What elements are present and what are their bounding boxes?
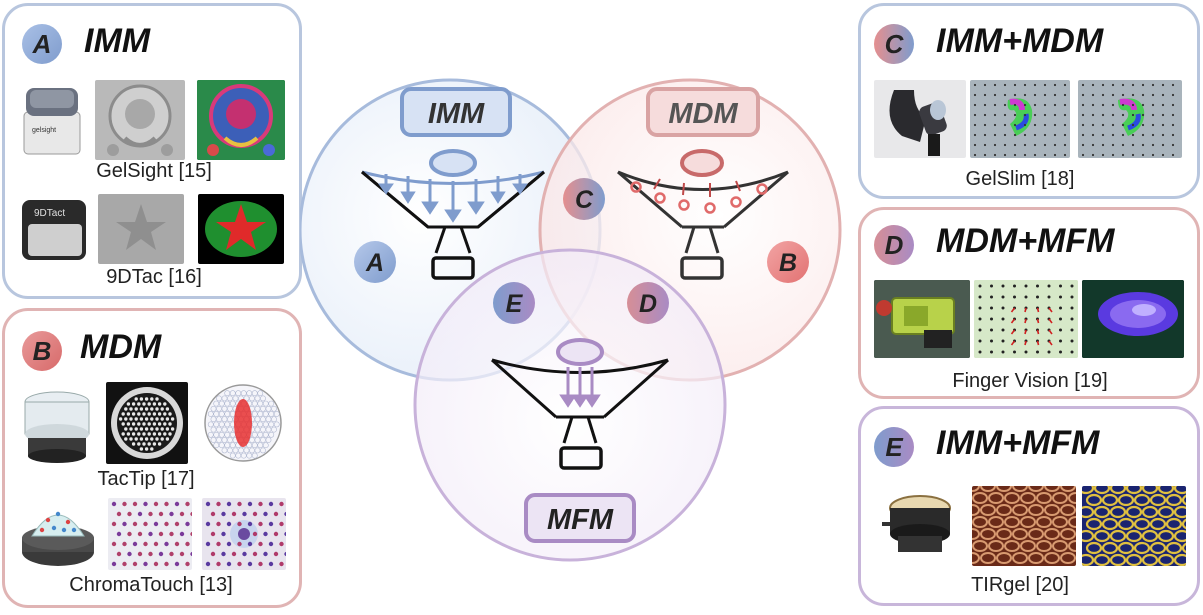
panel-e-title: IMM+MFM bbox=[936, 424, 1100, 462]
region-b-badge bbox=[767, 241, 809, 283]
panel-b-caption-tactip: TacTip [17] bbox=[97, 468, 195, 490]
panel-d-badge: D bbox=[874, 225, 914, 265]
chromatouch-dots-image-1 bbox=[108, 498, 192, 570]
panel-a-title: IMM bbox=[84, 22, 151, 60]
region-b-label: B bbox=[779, 249, 797, 277]
panel-e-badge: E bbox=[874, 427, 914, 467]
tactip-pins-image bbox=[106, 382, 188, 464]
tirgel-device-image bbox=[874, 484, 966, 566]
fingervision-device-image bbox=[874, 280, 970, 358]
gelslim-device-image bbox=[874, 80, 966, 158]
tirgel-texture-image-1 bbox=[972, 486, 1076, 566]
region-a-badge bbox=[354, 241, 396, 283]
9dtac-device-image: 9DTact bbox=[18, 194, 90, 266]
region-c-label: C bbox=[575, 186, 594, 214]
region-d-label: D bbox=[639, 290, 657, 318]
region-a-label: A bbox=[365, 249, 384, 277]
imm-label: IMM bbox=[428, 98, 485, 130]
mfm-label-box bbox=[524, 493, 636, 543]
fingervision-uv-image bbox=[1082, 280, 1184, 358]
9dtac-star-gray-image bbox=[98, 194, 184, 264]
fingervision-markers-image bbox=[974, 280, 1078, 358]
region-e-label: E bbox=[506, 290, 524, 318]
panel-d-title: MDM+MFM bbox=[936, 222, 1115, 260]
tirgel-texture-image-2 bbox=[1082, 486, 1186, 566]
tactip-device-image bbox=[20, 382, 94, 464]
gelsight-coin-gray-image bbox=[95, 80, 185, 160]
region-c-badge bbox=[563, 178, 605, 220]
mfm-label: MFM bbox=[547, 504, 614, 536]
gelslim-color-image-1 bbox=[970, 80, 1070, 158]
panel-a-caption-gelsight: GelSight [15] bbox=[96, 160, 212, 182]
mdm-sensor-schematic bbox=[617, 149, 789, 280]
panel-b-badge: B bbox=[22, 331, 62, 371]
panel-e-caption-tirgel: TIRgel [20] bbox=[971, 574, 1069, 596]
mfm-circle bbox=[413, 248, 727, 562]
venn-diagram: IMM MDM bbox=[300, 78, 842, 562]
region-e-badge bbox=[493, 282, 535, 324]
gelsight-coin-color-image bbox=[197, 80, 285, 160]
gelslim-color-image-2 bbox=[1078, 80, 1182, 158]
chromatouch-device-image bbox=[18, 496, 98, 572]
imm-sensor-schematic bbox=[361, 149, 545, 280]
panel-b-title: MDM bbox=[80, 328, 162, 366]
imm-label-box bbox=[400, 87, 512, 137]
svg-text:gelsight: gelsight bbox=[32, 127, 56, 134]
svg-text:9DTact: 9DTact bbox=[34, 208, 65, 219]
tactip-heatmap-image bbox=[200, 382, 286, 464]
panel-c-title: IMM+MDM bbox=[936, 22, 1104, 60]
panel-c-badge: C bbox=[874, 24, 914, 64]
9dtac-star-color-image bbox=[198, 194, 284, 264]
mdm-label: MDM bbox=[668, 98, 738, 130]
mdm-label-box bbox=[646, 87, 760, 137]
region-d-badge bbox=[627, 282, 669, 324]
panel-a-badge: A bbox=[22, 24, 62, 64]
panel-a-caption-9dtac: 9DTac [16] bbox=[106, 266, 202, 288]
mfm-sensor-schematic bbox=[491, 338, 669, 470]
panel-d-caption-fingervision: Finger Vision [19] bbox=[952, 370, 1108, 392]
chromatouch-dots-image-2 bbox=[202, 498, 286, 570]
panel-b-caption-chromatouch: ChromaTouch [13] bbox=[69, 574, 233, 596]
gelsight-device-image: gelsight bbox=[18, 82, 86, 158]
panel-c-caption-gelslim: GelSlim [18] bbox=[965, 168, 1075, 190]
